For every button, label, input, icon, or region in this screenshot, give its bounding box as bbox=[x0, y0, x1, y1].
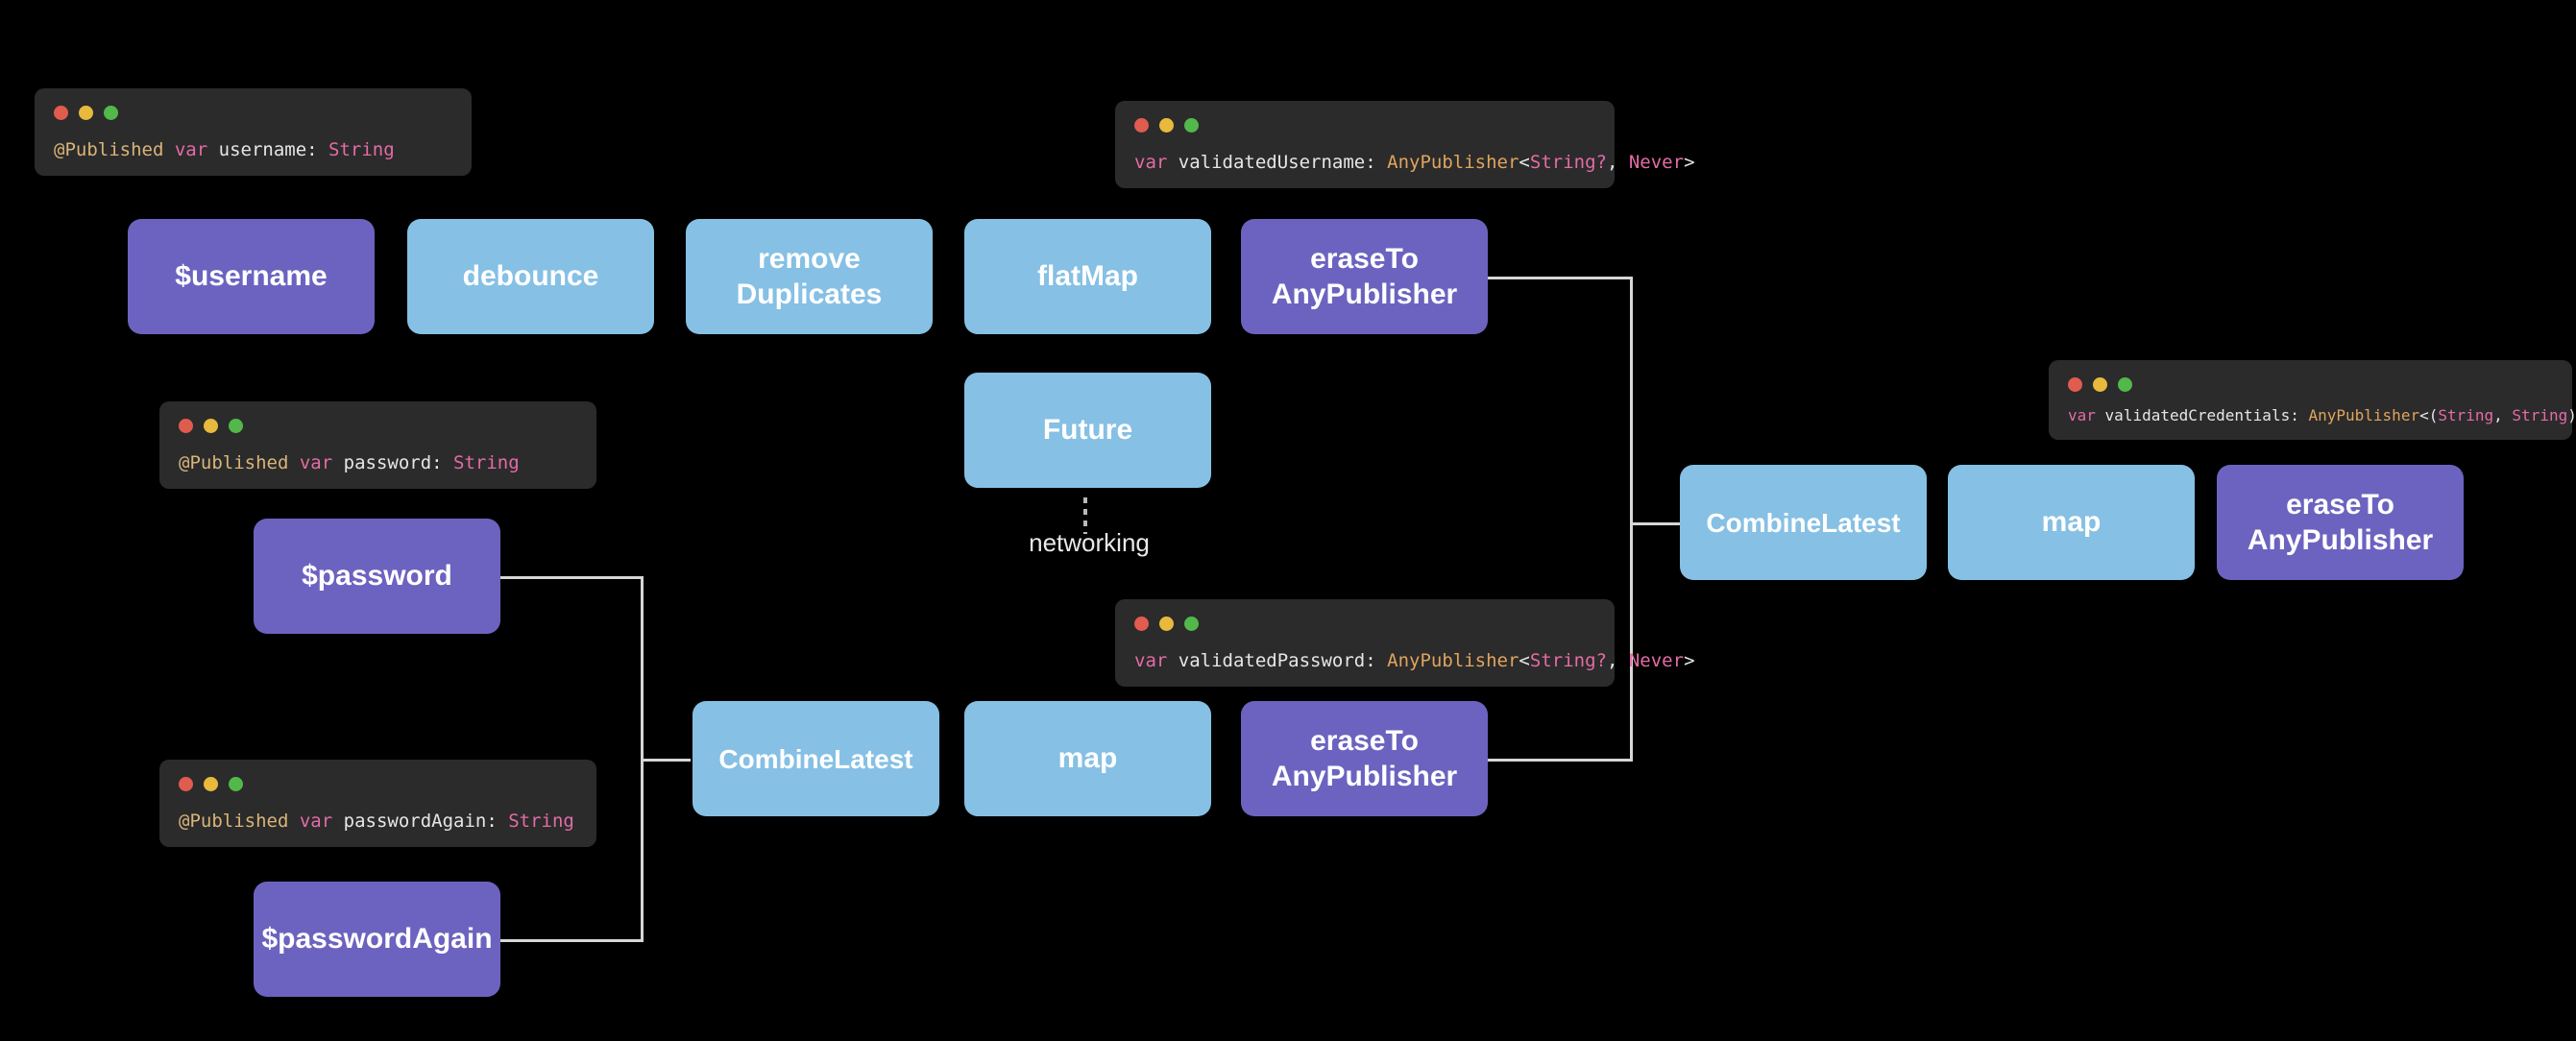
maximize-dot-icon bbox=[229, 776, 243, 791]
node-label: CombineLatest bbox=[718, 743, 913, 774]
label-networking: networking bbox=[1029, 528, 1150, 557]
connector-future-networking-dotted bbox=[1083, 497, 1087, 534]
minimize-dot-icon bbox=[204, 418, 218, 433]
node-map-right[interactable]: map bbox=[1948, 465, 2195, 580]
node-label: map bbox=[2041, 506, 2102, 539]
maximize-dot-icon bbox=[229, 418, 243, 433]
node-label: debounce bbox=[462, 260, 599, 293]
code-card-validated-credentials: var validatedCredentials: AnyPublisher<(… bbox=[2049, 360, 2576, 440]
connector-password-to-bus bbox=[498, 576, 644, 579]
node-label-line1: eraseTo bbox=[2286, 488, 2394, 520]
connector-bus-to-combine-latest-right bbox=[1630, 522, 1681, 525]
node-debounce[interactable]: debounce bbox=[407, 219, 654, 334]
code-card-published-password-again: @Published var passwordAgain: String bbox=[159, 760, 596, 847]
code-text-validated-password: var validatedPassword: AnyPublisher<Stri… bbox=[1134, 650, 1695, 671]
maximize-dot-icon bbox=[104, 105, 118, 120]
code-text-validated-username: var validatedUsername: AnyPublisher<Stri… bbox=[1134, 152, 1695, 173]
node-label-line2: Duplicates bbox=[736, 278, 883, 310]
maximize-dot-icon bbox=[2118, 376, 2132, 392]
node-label-line1: remove bbox=[758, 242, 861, 275]
minimize-dot-icon bbox=[1159, 616, 1174, 631]
connector-erase-bottom-to-bus bbox=[1487, 759, 1633, 762]
node-erase-to-any-publisher-bottom[interactable]: eraseTo AnyPublisher bbox=[1241, 701, 1488, 816]
node-label-line1: eraseTo bbox=[1310, 242, 1419, 275]
code-text-validated-credentials: var validatedCredentials: AnyPublisher<(… bbox=[2068, 406, 2576, 424]
node-label: eraseTo AnyPublisher bbox=[1272, 723, 1457, 795]
node-password-again-publisher[interactable]: $passwordAgain bbox=[254, 882, 500, 997]
close-dot-icon bbox=[1134, 117, 1149, 133]
code-text-published-password: @Published var password: String bbox=[179, 452, 520, 473]
node-label: eraseTo AnyPublisher bbox=[2248, 487, 2433, 559]
node-label: $passwordAgain bbox=[261, 923, 493, 956]
node-label-line2: AnyPublisher bbox=[1271, 278, 1458, 310]
window-dots bbox=[1134, 615, 1595, 632]
connector-erase-top-to-bus bbox=[1487, 277, 1633, 279]
close-dot-icon bbox=[1134, 616, 1149, 631]
connector-right-bus-vertical bbox=[1630, 277, 1633, 761]
window-dots bbox=[54, 104, 452, 121]
window-dots bbox=[1134, 116, 1595, 133]
connector-bus-to-combine-latest-bottom bbox=[641, 759, 691, 762]
connector-password-again-to-bus bbox=[498, 939, 644, 942]
close-dot-icon bbox=[179, 418, 193, 433]
node-password-publisher[interactable]: $password bbox=[254, 519, 500, 634]
node-label: $username bbox=[175, 260, 328, 293]
code-card-published-username: @Published var username: String bbox=[35, 88, 472, 176]
minimize-dot-icon bbox=[79, 105, 93, 120]
node-combine-latest-bottom[interactable]: CombineLatest bbox=[693, 701, 939, 816]
window-dots bbox=[179, 417, 577, 434]
node-label: remove Duplicates bbox=[737, 241, 883, 313]
node-label-line2: AnyPublisher bbox=[1271, 761, 1458, 792]
node-label-line1: eraseTo bbox=[1310, 724, 1419, 757]
node-flat-map[interactable]: flatMap bbox=[964, 219, 1211, 334]
close-dot-icon bbox=[2068, 376, 2082, 392]
minimize-dot-icon bbox=[2093, 376, 2107, 392]
close-dot-icon bbox=[54, 105, 68, 120]
window-dots bbox=[179, 775, 577, 792]
close-dot-icon bbox=[179, 776, 193, 791]
node-map-bottom[interactable]: map bbox=[964, 701, 1211, 816]
node-label: map bbox=[1057, 742, 1118, 775]
node-username-publisher[interactable]: $username bbox=[128, 219, 375, 334]
node-label: Future bbox=[1042, 414, 1133, 447]
code-text-published-password-again: @Published var passwordAgain: String bbox=[179, 811, 574, 832]
node-label: flatMap bbox=[1037, 260, 1138, 293]
node-erase-to-any-publisher-right[interactable]: eraseTo AnyPublisher bbox=[2217, 465, 2464, 580]
code-card-validated-password: var validatedPassword: AnyPublisher<Stri… bbox=[1115, 599, 1695, 687]
code-card-validated-username: var validatedUsername: AnyPublisher<Stri… bbox=[1115, 101, 1695, 188]
node-label: CombineLatest bbox=[1706, 507, 1901, 538]
maximize-dot-icon bbox=[1184, 117, 1199, 133]
node-combine-latest-right[interactable]: CombineLatest bbox=[1680, 465, 1927, 580]
node-future[interactable]: Future bbox=[964, 373, 1211, 488]
node-erase-to-any-publisher-top[interactable]: eraseTo AnyPublisher bbox=[1241, 219, 1488, 334]
window-dots bbox=[2068, 375, 2553, 393]
code-card-published-password: @Published var password: String bbox=[159, 401, 596, 489]
node-label: eraseTo AnyPublisher bbox=[1272, 241, 1457, 313]
node-label-line2: AnyPublisher bbox=[2247, 524, 2434, 556]
maximize-dot-icon bbox=[1184, 616, 1199, 631]
node-label: $password bbox=[302, 560, 452, 593]
minimize-dot-icon bbox=[1159, 117, 1174, 133]
code-text-published-username: @Published var username: String bbox=[54, 139, 395, 160]
node-remove-duplicates[interactable]: remove Duplicates bbox=[686, 219, 933, 334]
minimize-dot-icon bbox=[204, 776, 218, 791]
